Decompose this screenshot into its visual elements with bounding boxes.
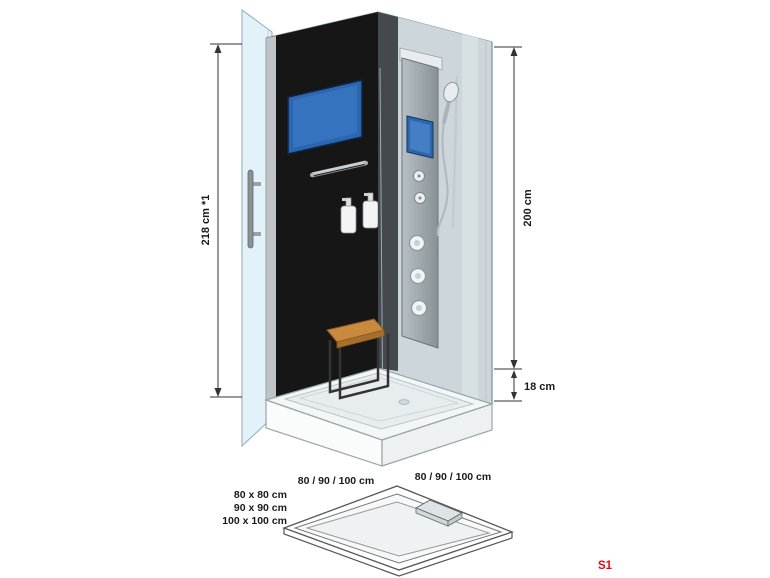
height-right-label: 200 cm — [522, 189, 534, 227]
dimension-tray-height: 18 cm — [494, 370, 555, 402]
rail-shadow — [311, 164, 367, 178]
tray-top-view: 80 / 90 / 100 cm 80 / 90 / 100 cm 80 x 8… — [222, 471, 514, 577]
tray-depth-edge — [283, 528, 513, 577]
arrow-up — [214, 44, 222, 53]
dispenser-spout — [364, 193, 369, 196]
handle-bar — [247, 169, 254, 249]
handle-arm-bottom — [253, 232, 261, 236]
towel-rail — [310, 160, 368, 178]
shower-handle — [442, 99, 451, 124]
jet-center — [414, 240, 420, 246]
arrow-down — [214, 388, 222, 397]
shower-tray — [264, 367, 494, 467]
size-option: 80 x 80 cm — [234, 489, 287, 501]
arrow-down — [511, 392, 517, 400]
tray-floor — [283, 372, 475, 430]
back-left-wall — [266, 12, 379, 400]
size-option: 90 x 90 cm — [234, 502, 287, 514]
glass-reflection — [462, 33, 478, 400]
tray-height-label: 18 cm — [524, 381, 555, 393]
stool-frame-front — [328, 328, 380, 394]
tray-skirt-right — [381, 403, 493, 467]
tray-floor-area — [305, 501, 491, 557]
jet-center — [415, 273, 421, 279]
dispenser-body — [340, 205, 357, 234]
control-panel-display — [410, 120, 430, 154]
arrow-up — [511, 370, 517, 378]
arrow-down — [510, 360, 518, 369]
rail-bracket — [310, 173, 314, 177]
height-left-label: 218 cm *1 — [200, 195, 212, 246]
arrow-up — [510, 47, 518, 56]
dispenser-body — [362, 200, 379, 229]
knob-dot — [418, 196, 422, 200]
rail-bracket — [364, 161, 368, 165]
door-handle — [247, 169, 261, 249]
shower-head — [443, 81, 459, 103]
rail-bar — [311, 160, 367, 176]
tray-edge-label-right: 80 / 90 / 100 cm — [415, 471, 491, 483]
tray-size-options: 80 x 80 cm 90 x 90 cm 100 x 100 cm — [222, 489, 287, 527]
soap-dispensers — [340, 192, 379, 234]
back-right-wall — [378, 12, 492, 404]
dispenser-spout — [342, 198, 347, 201]
dimension-height-left: 218 cm *1 — [200, 43, 242, 398]
model-code-label: S1 — [598, 560, 613, 572]
tray-floor-inner — [298, 376, 460, 422]
overhead-shower-unit — [399, 47, 443, 71]
wall-frame-profile — [266, 36, 276, 400]
stool-frame-back — [338, 334, 390, 400]
wall-corner-strip — [378, 12, 398, 371]
jet-center — [416, 305, 422, 311]
shower-column — [399, 47, 443, 349]
shower-hose — [436, 121, 449, 237]
stool-seat-edge — [336, 329, 385, 349]
tray-edge-label-left: 80 / 90 / 100 cm — [298, 475, 374, 487]
tray-step-side — [447, 512, 463, 527]
slide-bar — [451, 75, 459, 229]
dimension-height-right: 200 cm — [494, 46, 534, 370]
screen-glow — [293, 85, 357, 148]
hand-shower — [436, 75, 459, 237]
knob-dot — [417, 174, 421, 178]
size-option: 100 x 100 cm — [222, 515, 287, 527]
drain — [398, 399, 410, 405]
stool — [326, 318, 390, 400]
handle-arm-top — [253, 182, 261, 186]
